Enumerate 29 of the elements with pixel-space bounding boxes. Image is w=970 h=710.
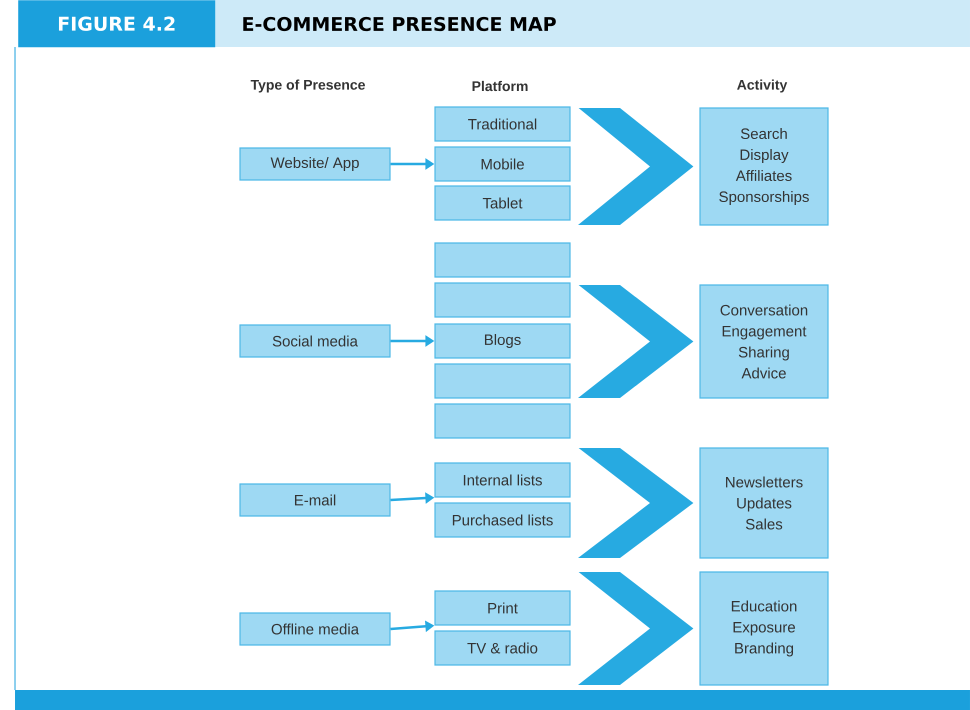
platform-box: TV & radio bbox=[434, 630, 571, 666]
chevron-arrow bbox=[578, 572, 694, 685]
title: E-COMMERCE PRESENCE MAP bbox=[243, 16, 556, 32]
figure-number: FIGURE 4.2 bbox=[18, 0, 216, 48]
platform-box bbox=[434, 363, 571, 399]
type-box: Social media bbox=[239, 324, 391, 358]
activity-box: Education Exposure Branding bbox=[699, 571, 829, 686]
chevron-arrow bbox=[578, 285, 694, 398]
platform-box: Blogs bbox=[434, 323, 571, 359]
chevron-arrow bbox=[578, 448, 694, 558]
column-heading: Platform bbox=[472, 80, 528, 92]
platform-box bbox=[434, 282, 571, 318]
platform-box: Purchased lists bbox=[434, 502, 571, 538]
type-box: E-mail bbox=[239, 483, 391, 517]
type-box: Offline media bbox=[239, 612, 391, 646]
chevron-arrow bbox=[578, 108, 694, 225]
type-box: Website/ App bbox=[239, 147, 391, 181]
platform-box: Print bbox=[434, 590, 571, 626]
column-heading: Activity bbox=[737, 79, 788, 93]
platform-box: Internal lists bbox=[434, 462, 571, 498]
platform-box: Tablet bbox=[434, 185, 571, 221]
column-heading: Type of Presence bbox=[250, 79, 365, 93]
activity-box: Newsletters Updates Sales bbox=[699, 447, 829, 559]
platform-box bbox=[434, 242, 571, 278]
platform-box bbox=[434, 403, 571, 439]
platform-box: Mobile bbox=[434, 146, 571, 182]
activity-box: Search Display Affiliates Sponsorships bbox=[699, 107, 829, 226]
activity-box: Conversation Engagement Sharing Advice bbox=[699, 284, 829, 399]
platform-box: Traditional bbox=[434, 106, 571, 142]
